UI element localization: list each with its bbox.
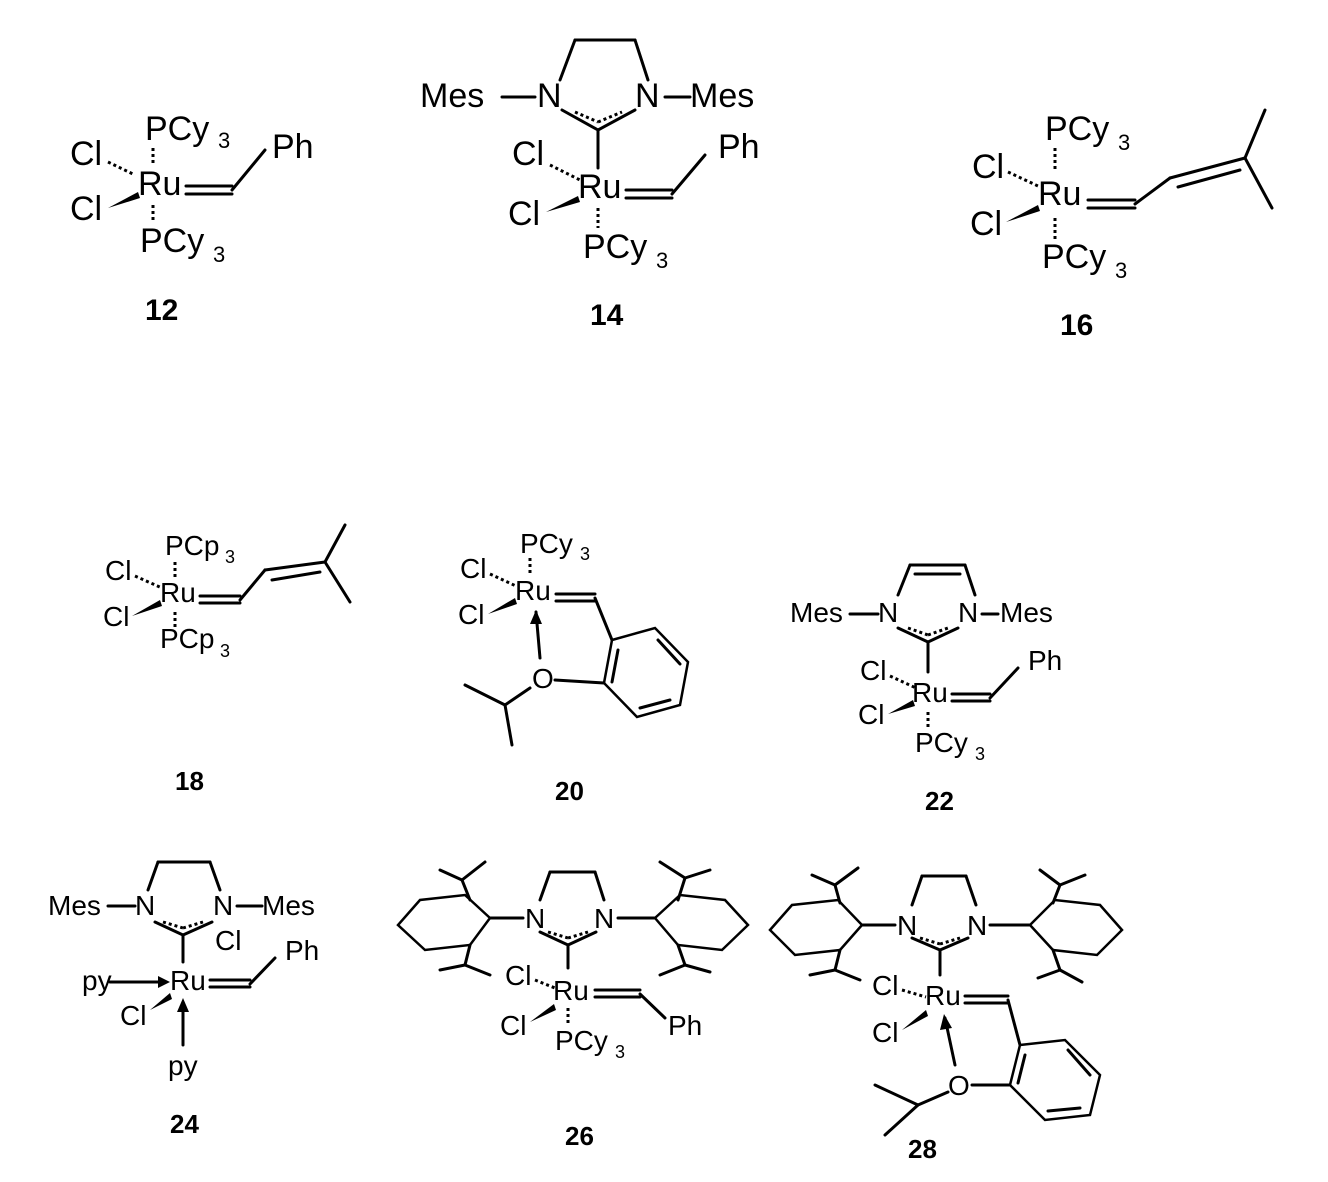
compound-24: Mes N N Mes Cl py Ru Ph Cl py 24 (48, 860, 319, 1139)
ru-atom: Ru (515, 575, 551, 606)
svg-text:3: 3 (225, 547, 235, 567)
n-atom: N (635, 77, 660, 115)
svg-text:3: 3 (580, 544, 590, 564)
cl-atom: Cl (872, 970, 898, 1001)
compound-20: PCy 3 Cl Ru Cl O 20 (458, 528, 690, 806)
svg-text:3: 3 (1115, 258, 1127, 283)
cl-atom: Cl (120, 1000, 146, 1031)
svg-text:3: 3 (615, 1042, 625, 1062)
mes-label: Mes (790, 597, 843, 628)
o-atom: O (948, 1070, 970, 1101)
aryl-ring (1028, 898, 1124, 957)
ru-atom: Ru (553, 975, 589, 1006)
aryl-ring (396, 893, 492, 952)
cl-atom: Cl (70, 190, 102, 228)
ru-atom: Ru (138, 165, 181, 203)
cl-atom: Cl (860, 655, 886, 686)
compound-28: N N Cl Ru Cl (768, 866, 1124, 1164)
ru-atom: Ru (170, 965, 206, 996)
phenyl-label: Ph (1028, 645, 1062, 676)
compound-12: PCy 3 Cl Ru Cl Ph PCy 3 12 (70, 110, 314, 327)
o-atom: O (532, 663, 554, 694)
phenyl-label: Ph (285, 935, 319, 966)
compound-label: 26 (565, 1121, 594, 1151)
ru-atom: Ru (160, 577, 196, 608)
compound-14: Mes N N Mes Cl Ru Cl Ph PCy 3 14 (420, 38, 760, 332)
mes-label: Mes (262, 890, 315, 921)
svg-text:3: 3 (1118, 130, 1130, 155)
pcy3-bottom: PCy (583, 228, 647, 266)
mes-label: Mes (1000, 597, 1053, 628)
ru-atom: Ru (925, 980, 961, 1011)
benzene-ring (1008, 1038, 1102, 1122)
cl-atom: Cl (70, 135, 102, 173)
compound-18: PCp 3 Cl Ru Cl PCp 3 18 (103, 523, 352, 796)
phenyl-label: Ph (272, 128, 314, 166)
cl-atom: Cl (972, 148, 1004, 186)
compound-label: 20 (555, 776, 584, 806)
n-atom: N (897, 910, 917, 941)
compound-22: Mes N N Mes Cl Ru Cl Ph PCy 3 22 (790, 563, 1062, 816)
ru-atom: Ru (912, 677, 948, 708)
cl-atom: Cl (500, 1010, 526, 1041)
cl-atom: Cl (215, 925, 241, 956)
pcy3-bottom: PCy (915, 727, 968, 758)
compound-label: 24 (170, 1109, 199, 1139)
compound-label: 14 (590, 299, 624, 332)
n-atom: N (958, 597, 978, 628)
ru-atom: Ru (1038, 175, 1081, 213)
cl-atom: Cl (458, 599, 484, 630)
phenyl-label: Ph (668, 1010, 702, 1041)
svg-text:3: 3 (220, 641, 230, 661)
svg-text:3: 3 (218, 128, 230, 153)
mes-label: Mes (690, 77, 754, 115)
compound-label: 18 (175, 766, 204, 796)
n-atom: N (594, 903, 614, 934)
n-atom: N (967, 910, 987, 941)
n-atom: N (213, 890, 233, 921)
cl-atom: Cl (505, 960, 531, 991)
pcy3-top: PCy (520, 528, 573, 559)
n-atom: N (135, 890, 155, 921)
pcy3-top: PCy (1045, 110, 1109, 148)
pcy3-bottom: PCy (140, 222, 204, 260)
py-label: py (82, 965, 112, 996)
pcy3-bottom: PCy (555, 1025, 608, 1056)
svg-text:3: 3 (656, 248, 668, 273)
cl-atom: Cl (858, 699, 884, 730)
pcy3-bottom: PCy (1042, 238, 1106, 276)
ru-atom: Ru (578, 168, 621, 206)
cl-atom: Cl (872, 1017, 898, 1048)
pcp3-top: PCp (165, 530, 219, 561)
pcy3-top: PCy (145, 110, 209, 148)
compound-label: 12 (145, 294, 178, 327)
py-label: py (168, 1050, 198, 1081)
compound-26: N N Cl Ru Ph Cl PCy 3 (396, 860, 750, 1151)
aryl-ring (768, 898, 864, 957)
cl-atom: Cl (105, 555, 131, 586)
n-atom: N (537, 77, 562, 115)
mes-label: Mes (420, 77, 484, 115)
svg-text:3: 3 (975, 744, 985, 764)
compound-label: 28 (908, 1134, 937, 1164)
cl-atom: Cl (512, 135, 544, 173)
pcp3-bottom: PCp (160, 623, 214, 654)
benzene-ring (602, 626, 690, 719)
compound-label: 22 (925, 786, 954, 816)
compound-16: PCy 3 Cl Ru Cl PCy 3 16 (970, 108, 1274, 342)
n-atom: N (525, 903, 545, 934)
cl-atom: Cl (508, 195, 540, 233)
aryl-ring (653, 893, 750, 952)
mes-label: Mes (48, 890, 101, 921)
phenyl-label: Ph (718, 128, 760, 166)
svg-text:3: 3 (213, 242, 225, 267)
n-atom: N (878, 597, 898, 628)
cl-atom: Cl (460, 553, 486, 584)
cl-atom: Cl (970, 205, 1002, 243)
cl-atom: Cl (103, 601, 129, 632)
compound-label: 16 (1060, 309, 1093, 342)
